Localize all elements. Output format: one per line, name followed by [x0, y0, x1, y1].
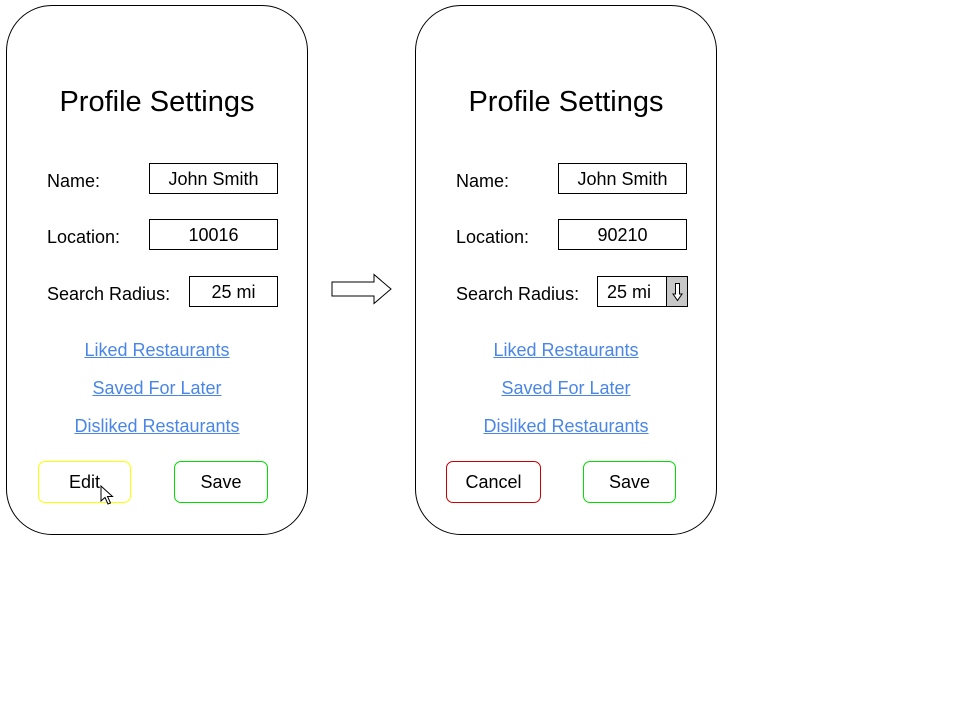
disliked-restaurants-link[interactable]: Disliked Restaurants [74, 416, 240, 436]
search-radius-value: 25 mi [607, 281, 652, 302]
name-field[interactable]: John Smith [558, 163, 687, 194]
right-arrow-icon [331, 273, 392, 305]
edit-button[interactable]: Edit [38, 461, 131, 503]
edit-button-label: Edit [68, 471, 101, 492]
save-button[interactable]: Save [583, 461, 676, 503]
saved-for-later-link[interactable]: Saved For Later [501, 378, 631, 398]
name-value: John Smith [168, 168, 259, 189]
liked-restaurants-link[interactable]: Liked Restaurants [84, 340, 230, 360]
save-button-label: Save [200, 471, 242, 492]
search-radius-select[interactable]: 25 mi [597, 276, 688, 307]
disliked-restaurants-link[interactable]: Disliked Restaurants [483, 416, 649, 436]
location-field[interactable]: 10016 [149, 219, 278, 250]
down-arrow-icon[interactable] [666, 277, 687, 306]
location-label: Location: [47, 227, 121, 247]
search-radius-label: Search Radius: [47, 284, 171, 304]
liked-restaurants-link[interactable]: Liked Restaurants [493, 340, 639, 360]
saved-for-later-link[interactable]: Saved For Later [92, 378, 222, 398]
cancel-button-label: Cancel [465, 471, 522, 492]
search-radius-label: Search Radius: [456, 284, 580, 304]
name-field[interactable]: John Smith [149, 163, 278, 194]
profile-view-screen: Profile Settings Name: John Smith Locati… [6, 5, 308, 535]
save-button[interactable]: Save [174, 461, 268, 503]
location-value: 90210 [597, 224, 648, 245]
pointer-cursor-icon [100, 485, 114, 505]
profile-edit-screen: Profile Settings Name: John Smith Locati… [415, 5, 717, 535]
save-button-label: Save [608, 471, 651, 492]
location-label: Location: [456, 227, 530, 247]
search-radius-field[interactable]: 25 mi [189, 276, 278, 307]
name-label: Name: [456, 171, 510, 191]
page-title: Profile Settings [59, 86, 255, 118]
name-value: John Smith [577, 168, 668, 189]
location-field[interactable]: 90210 [558, 219, 687, 250]
cancel-button[interactable]: Cancel [446, 461, 541, 503]
page-title: Profile Settings [468, 86, 664, 118]
search-radius-value: 25 mi [211, 281, 256, 302]
name-label: Name: [47, 171, 101, 191]
location-value: 10016 [188, 224, 239, 245]
